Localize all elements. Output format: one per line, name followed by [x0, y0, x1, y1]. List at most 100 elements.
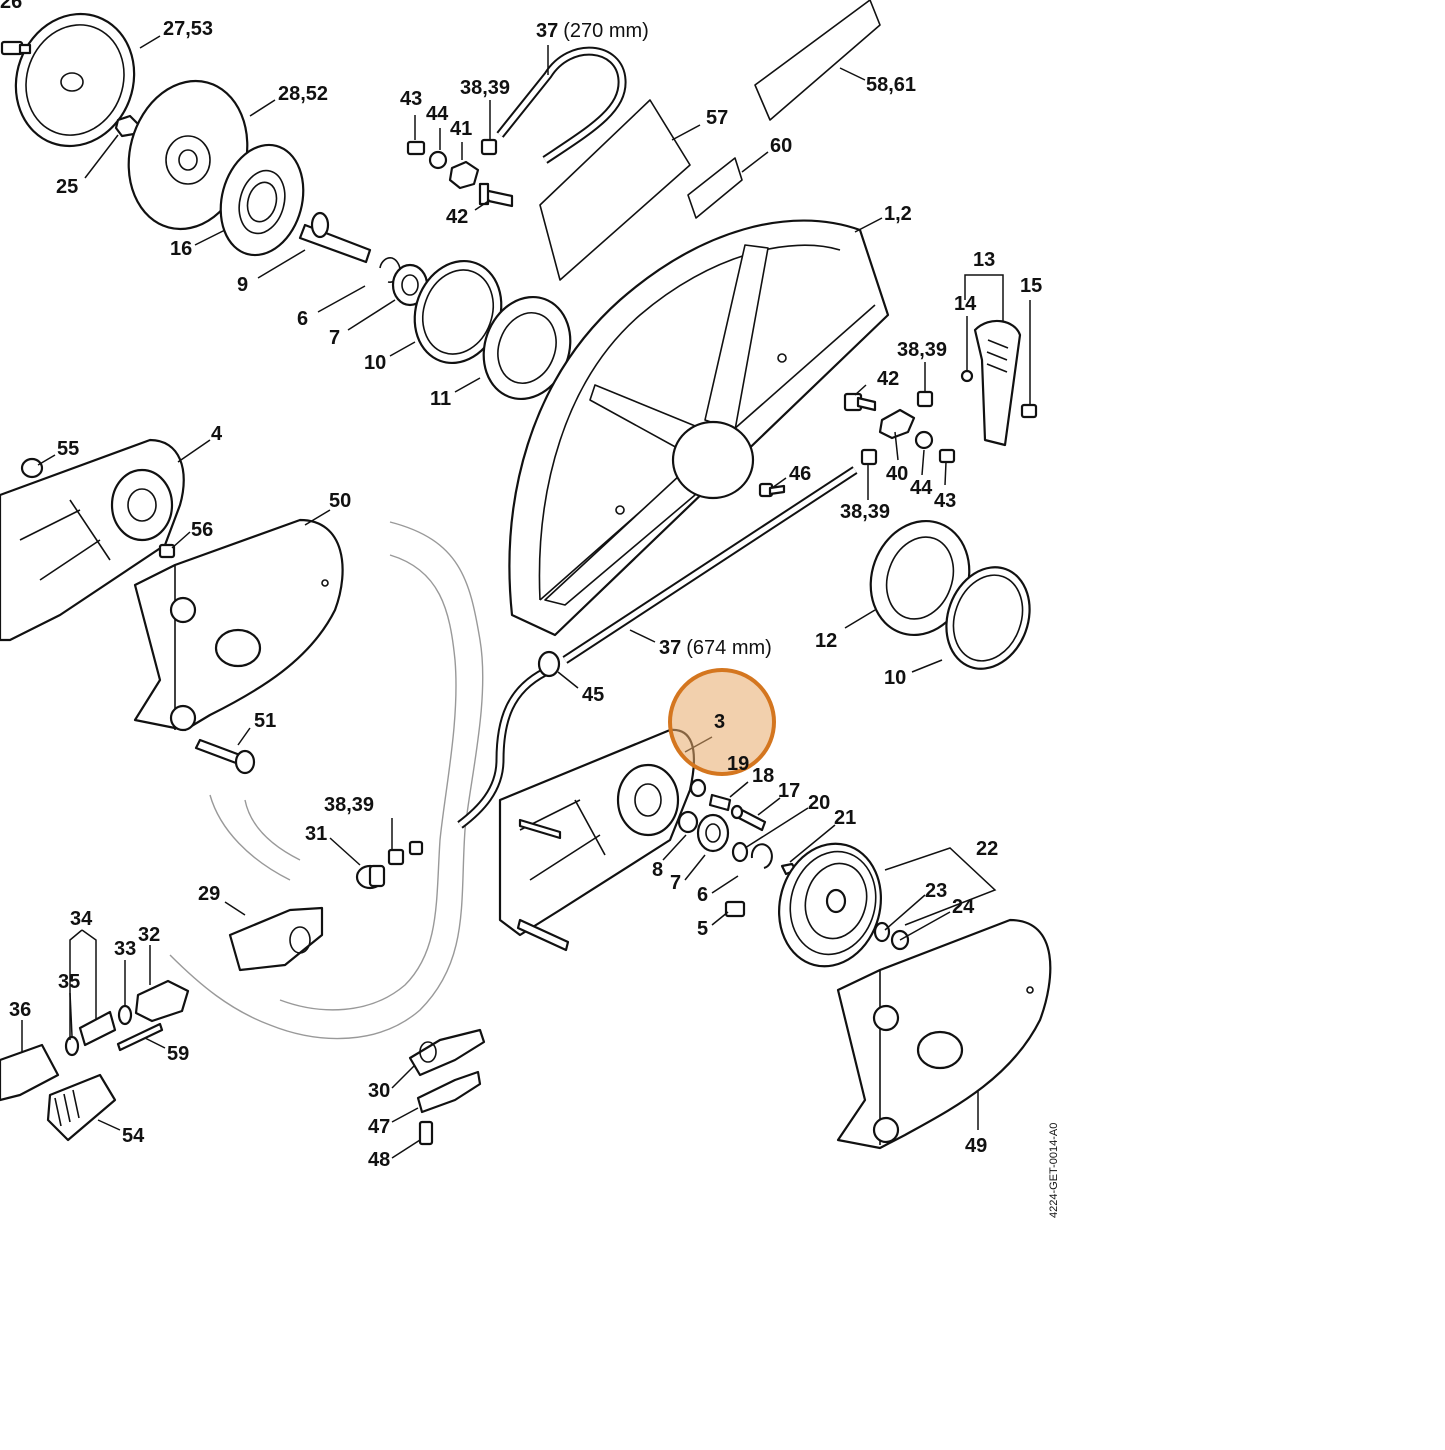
part-43-screw-top[interactable] — [406, 140, 426, 156]
part-27-53-outer-flange[interactable] — [0, 0, 152, 163]
label-54[interactable]: 54 — [122, 1125, 145, 1147]
label-45[interactable]: 45 — [582, 684, 604, 706]
part-10-seal-ring-right[interactable] — [933, 555, 1044, 680]
label-1-2[interactable]: 1,2 — [884, 203, 912, 225]
part-1-2-blade-guard[interactable] — [508, 219, 890, 637]
part-11-clamp-ring[interactable] — [470, 285, 585, 411]
label-27-53[interactable]: 27,53 — [163, 18, 213, 40]
label-15[interactable]: 15 — [1020, 275, 1042, 297]
label-26[interactable]: 26 — [0, 0, 22, 13]
part-4-cutting-arm[interactable] — [0, 438, 185, 642]
part-42-bolt-top[interactable] — [478, 182, 514, 208]
part-3-cutting-arm[interactable] — [498, 728, 695, 952]
part-38-39-nipple-lower[interactable] — [387, 840, 424, 866]
label-4[interactable]: 4 — [211, 423, 223, 445]
label-11[interactable]: 11 — [430, 388, 451, 410]
part-42-bolt-right[interactable] — [843, 392, 877, 412]
label-30[interactable]: 30 — [368, 1080, 390, 1102]
part-13-handle[interactable] — [973, 319, 1022, 447]
part-19-spring[interactable] — [689, 778, 707, 798]
label-47[interactable]: 47 — [368, 1116, 390, 1138]
part-15-screw[interactable] — [1020, 403, 1038, 419]
label-48[interactable]: 48 — [368, 1149, 390, 1171]
part-9-spindle[interactable] — [298, 211, 372, 264]
label-7-top[interactable]: 7 — [329, 327, 340, 349]
label-38-39-right[interactable]: 38,39 — [897, 339, 947, 361]
label-36[interactable]: 36 — [9, 999, 31, 1021]
label-9[interactable]: 9 — [237, 274, 248, 296]
part-33-o-ring[interactable] — [117, 1004, 133, 1026]
part-37-hose-674mm[interactable] — [457, 466, 858, 829]
part-23-washer[interactable] — [873, 921, 891, 943]
label-16[interactable]: 16 — [170, 238, 192, 260]
label-34[interactable]: 34 — [70, 908, 93, 930]
part-10-seal-ring-top[interactable] — [401, 249, 516, 375]
label-46[interactable]: 46 — [789, 463, 811, 485]
label-10-right[interactable]: 10 — [884, 667, 906, 689]
part-54-coupling-nut[interactable] — [46, 1073, 117, 1142]
label-31[interactable]: 31 — [305, 823, 327, 845]
label-32[interactable]: 32 — [138, 924, 160, 946]
label-35[interactable]: 35 — [58, 971, 80, 993]
part-18-sleeve[interactable] — [708, 793, 732, 812]
label-18[interactable]: 18 — [752, 765, 774, 787]
part-45-hose-clip[interactable] — [537, 650, 561, 678]
label-57[interactable]: 57 — [706, 107, 728, 129]
label-12[interactable]: 12 — [815, 630, 837, 652]
part-12-ring[interactable] — [855, 507, 985, 649]
part-44-nut-right[interactable] — [914, 430, 934, 450]
label-3[interactable]: 3 — [714, 711, 725, 733]
part-38-39-nipple-top[interactable] — [480, 138, 498, 156]
label-24[interactable]: 24 — [952, 896, 975, 918]
label-49[interactable]: 49 — [965, 1135, 987, 1157]
part-43-screw-right[interactable] — [938, 448, 956, 464]
part-26-bolt[interactable] — [0, 40, 32, 56]
part-40-t-fitting[interactable] — [878, 408, 916, 440]
part-55-nut[interactable] — [20, 457, 44, 479]
part-50-belt-guard[interactable] — [133, 518, 344, 732]
label-59[interactable]: 59 — [167, 1043, 189, 1065]
label-8[interactable]: 8 — [652, 859, 663, 881]
label-41[interactable]: 41 — [450, 118, 472, 140]
label-38-39-top[interactable]: 38,39 — [460, 77, 510, 99]
part-60-decal[interactable] — [687, 157, 743, 219]
label-58-61[interactable]: 58,61 — [866, 74, 916, 96]
part-56-screw[interactable] — [158, 543, 176, 559]
label-17[interactable]: 17 — [778, 780, 800, 802]
part-38-39-nipple-right[interactable] — [860, 390, 934, 466]
part-57-decal[interactable] — [539, 99, 691, 281]
part-5-screw[interactable] — [724, 900, 746, 918]
part-44-nut-top[interactable] — [428, 150, 448, 170]
part-30-clamp[interactable] — [408, 1028, 486, 1077]
label-29[interactable]: 29 — [198, 883, 220, 905]
part-36-coupling[interactable] — [0, 1043, 60, 1102]
label-7-lower[interactable]: 7 — [670, 872, 681, 894]
label-37-674[interactable]: 37(674 mm) — [659, 637, 772, 659]
part-41-fitting[interactable] — [448, 160, 480, 190]
part-29-bracket[interactable] — [228, 906, 324, 972]
label-56[interactable]: 56 — [191, 519, 213, 541]
part-17-bolt[interactable] — [730, 804, 767, 832]
label-22[interactable]: 22 — [976, 838, 998, 860]
part-37-hose-270mm[interactable] — [496, 46, 627, 164]
highlight-marker-3[interactable] — [668, 668, 776, 776]
part-22-belt-pulley[interactable] — [766, 832, 895, 978]
part-14-spring[interactable] — [960, 369, 974, 383]
label-20[interactable]: 20 — [808, 792, 830, 814]
part-48-screw[interactable] — [418, 1120, 434, 1146]
part-47-clamp[interactable] — [416, 1070, 482, 1114]
label-14[interactable]: 14 — [954, 293, 977, 315]
label-44-right[interactable]: 44 — [910, 477, 933, 499]
part-49-belt-guard[interactable] — [836, 918, 1052, 1150]
label-50[interactable]: 50 — [329, 490, 351, 512]
part-32-valve-body[interactable] — [134, 979, 190, 1023]
part-6-circlip-lower[interactable] — [750, 843, 773, 869]
label-44-top[interactable]: 44 — [426, 103, 449, 125]
label-38-39-lower[interactable]: 38,39 — [324, 794, 374, 816]
label-13[interactable]: 13 — [973, 249, 995, 271]
label-60[interactable]: 60 — [770, 135, 792, 157]
label-6-top[interactable]: 6 — [297, 308, 308, 330]
label-55[interactable]: 55 — [57, 438, 79, 460]
label-19[interactable]: 19 — [727, 753, 749, 775]
part-34-fitting[interactable] — [78, 1010, 117, 1047]
